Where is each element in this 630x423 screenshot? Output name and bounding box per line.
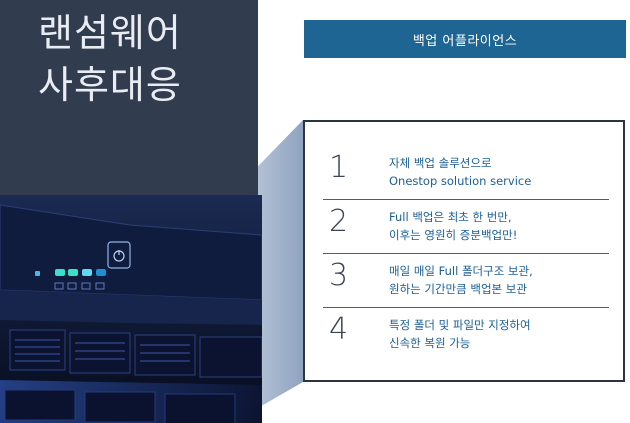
title-line-1: 랜섬웨어 (38, 11, 182, 55)
item-line-2: 이후는 영원히 증분백업만! (389, 228, 518, 242)
list-item: 4 특정 폴더 및 파일만 지정하여 신속한 복원 가능 (323, 308, 609, 361)
item-line-2: 원하는 기간만큼 백업본 보관 (389, 282, 527, 296)
item-text: 특정 폴더 및 파일만 지정하여 신속한 복원 가능 (389, 316, 531, 352)
feature-list: 1 자체 백업 솔루션으로 Onestop solution service 2… (303, 120, 625, 382)
item-number: 1 (329, 150, 349, 185)
list-item: 1 자체 백업 솔루션으로 Onestop solution service (323, 146, 609, 200)
item-text: Full 백업은 최초 한 번만, 이후는 영원히 증분백업만! (389, 208, 517, 244)
item-line-2: Onestop solution service (389, 174, 532, 188)
item-line-1: Full 백업은 최초 한 번만, (389, 210, 512, 224)
item-line-1: 매일 매일 Full 폴더구조 보관, (389, 264, 533, 278)
server-image (0, 195, 262, 423)
header-badge: 백업 어플라이언스 (304, 20, 626, 58)
item-line-1: 특정 폴더 및 파일만 지정하여 (389, 318, 531, 332)
item-number: 2 (329, 204, 349, 239)
item-text: 매일 매일 Full 폴더구조 보관, 원하는 기간만큼 백업본 보관 (389, 262, 533, 298)
list-item: 3 매일 매일 Full 폴더구조 보관, 원하는 기간만큼 백업본 보관 (323, 254, 609, 308)
item-number: 3 (329, 258, 349, 293)
item-text: 자체 백업 솔루션으로 Onestop solution service (389, 154, 531, 190)
item-line-1: 자체 백업 솔루션으로 (389, 156, 492, 170)
badge-label: 백업 어플라이언스 (412, 33, 518, 49)
title-panel: 랜섬웨어 사후대응 (0, 0, 258, 195)
title-line-2: 사후대응 (38, 63, 182, 107)
item-number: 4 (329, 312, 349, 347)
server-rack-illustration (0, 195, 262, 423)
list-item: 2 Full 백업은 최초 한 번만, 이후는 영원히 증분백업만! (323, 200, 609, 254)
item-line-2: 신속한 복원 가능 (389, 336, 471, 350)
